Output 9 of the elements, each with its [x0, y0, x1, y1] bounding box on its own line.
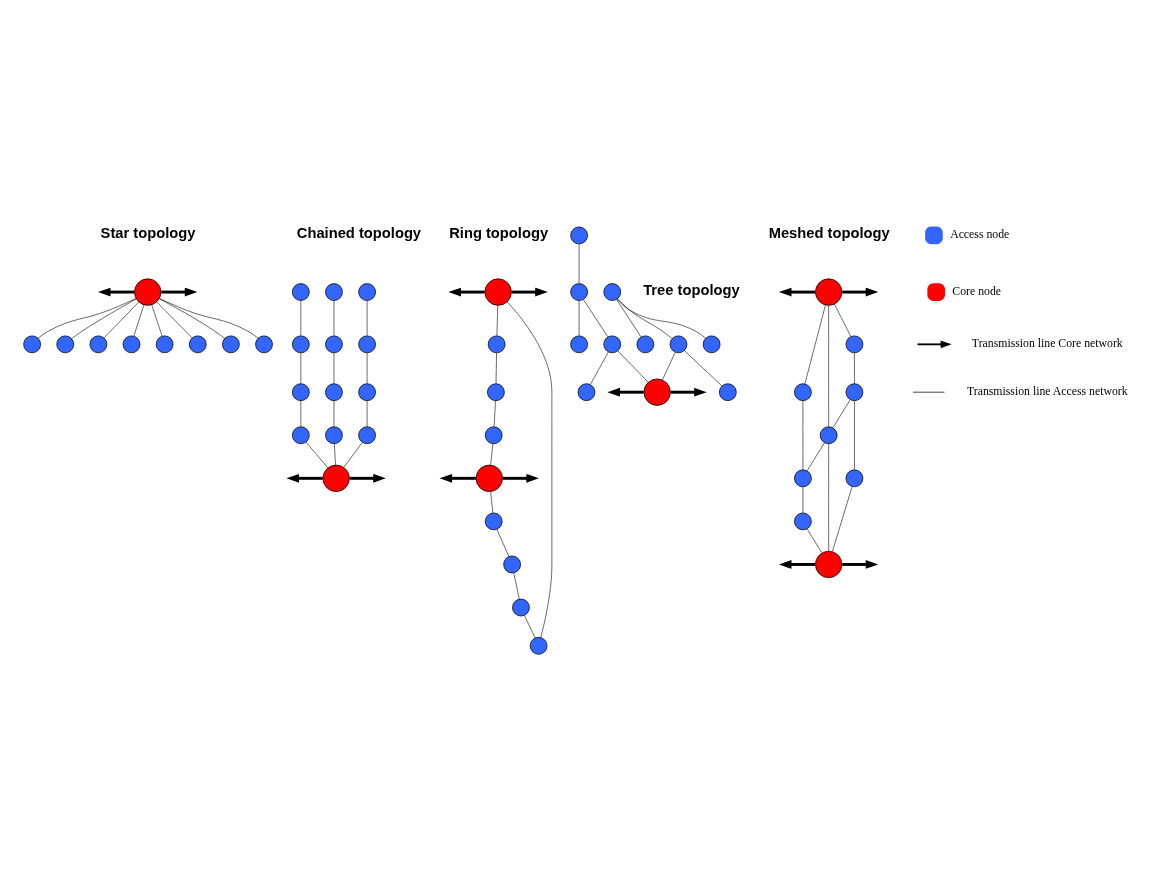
label: Chained topology — [296, 225, 422, 242]
label: Star topology — [100, 225, 196, 242]
legend-label: Access node — [950, 228, 1010, 242]
label: Tree topology — [643, 282, 740, 299]
label: Ring topology — [449, 225, 549, 242]
label: Meshed topology — [768, 225, 890, 242]
legend-label: Transmission line Core network — [971, 337, 1123, 351]
legend-label: Transmission line Access network — [966, 384, 1128, 398]
legend-label: Core node — [952, 284, 1002, 298]
